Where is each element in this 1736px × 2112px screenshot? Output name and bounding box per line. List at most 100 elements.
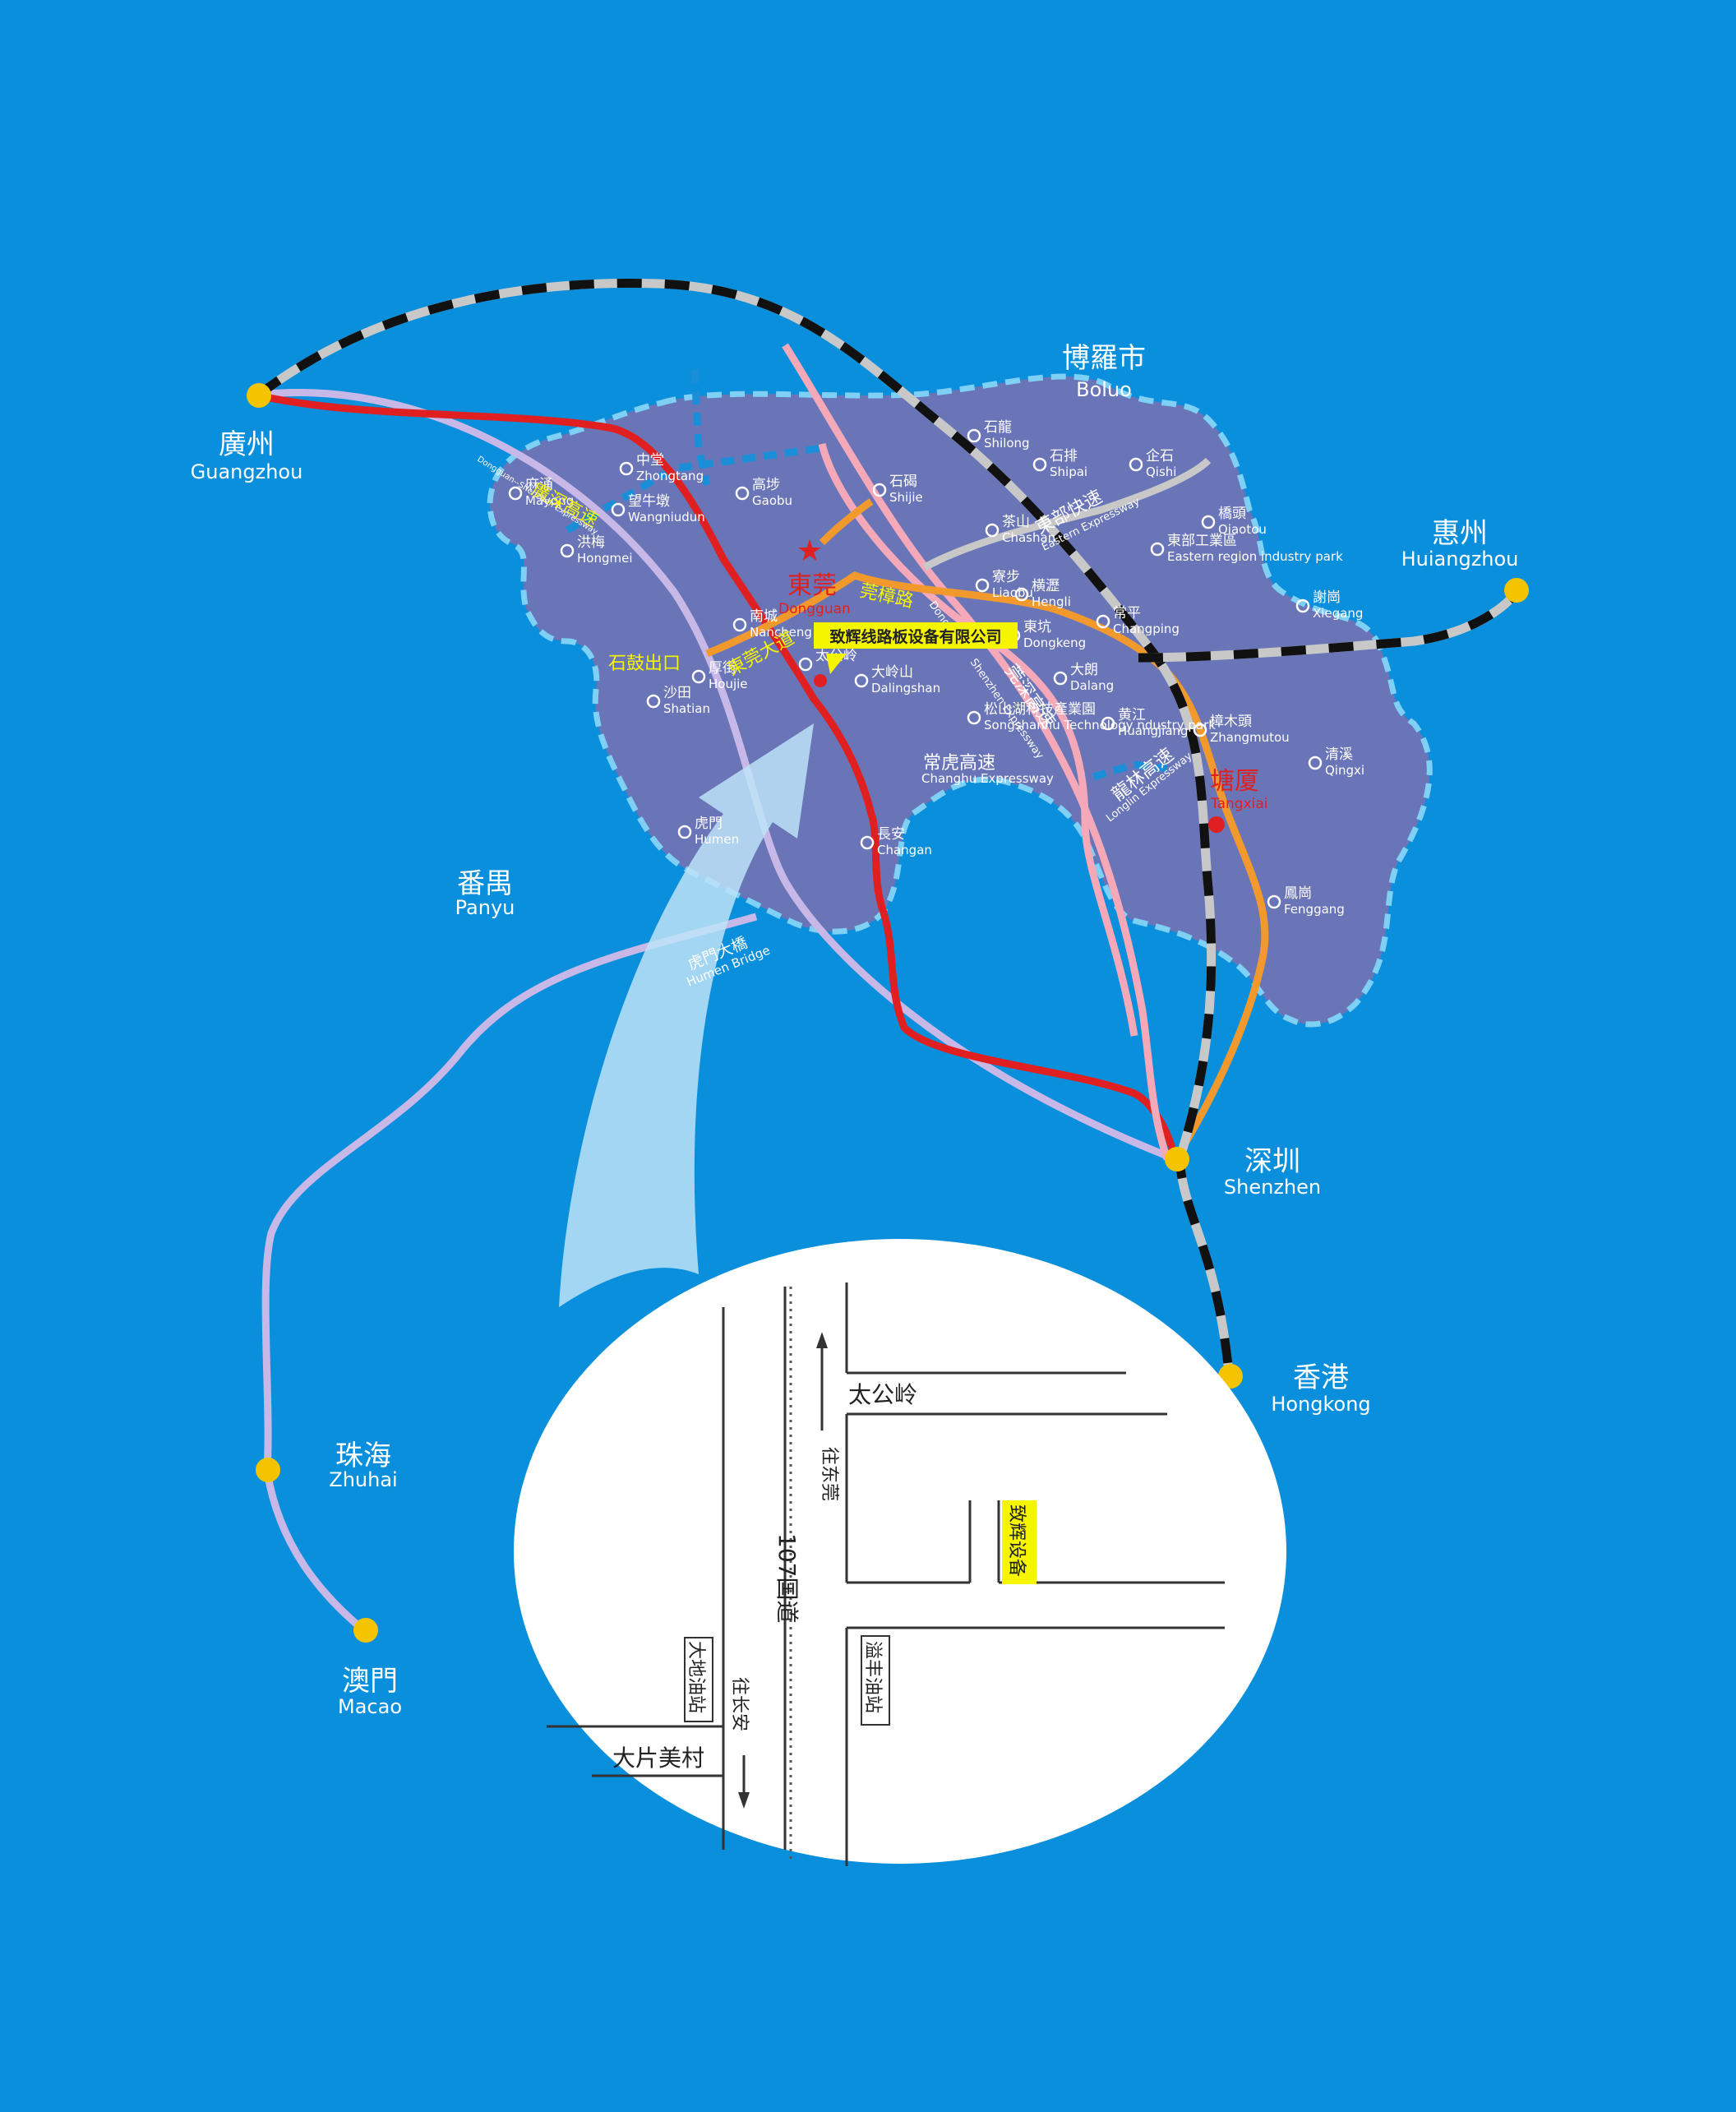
town-name-en: Qishi <box>1146 464 1176 479</box>
macao-cn: 澳門 <box>342 1665 398 1698</box>
town-name-cn: 石龍 <box>984 419 1012 436</box>
town-name-en: Eastern region industry park <box>1167 549 1343 564</box>
town-name-en: Huangjiang <box>1118 723 1189 738</box>
town-name-cn: 橋頭 <box>1218 506 1246 522</box>
macao-en: Macao <box>338 1695 402 1718</box>
town-dot[interactable] <box>677 825 692 839</box>
boluo-en: Boluo <box>1076 378 1132 401</box>
inset-zhihui: 致辉设备 <box>1006 1504 1027 1577</box>
town-dot[interactable] <box>1014 587 1029 602</box>
town-dot[interactable] <box>860 835 875 850</box>
town-name-cn: 洪梅 <box>577 534 605 551</box>
town-dot[interactable] <box>1267 894 1281 909</box>
town-dot[interactable] <box>735 486 750 501</box>
town-name-en: Hengli <box>1032 594 1071 609</box>
company-label: 致辉线路板设备有限公司 <box>829 627 1001 646</box>
river-channels <box>565 369 1168 781</box>
town-name-cn: 望牛墩 <box>628 493 670 510</box>
tangxia-cn: 塘厦 <box>1210 767 1259 796</box>
zhuhai-dot[interactable] <box>256 1458 280 1482</box>
town-dot[interactable] <box>1308 756 1323 770</box>
town-name-cn: 鳳崗 <box>1284 885 1312 902</box>
town-name-en: Changping <box>1113 622 1180 636</box>
town-dot[interactable] <box>985 523 1000 538</box>
town-dot[interactable] <box>1053 671 1068 686</box>
zhuhai-cn: 珠海 <box>335 1440 391 1472</box>
shenzhen-dot[interactable] <box>1165 1147 1189 1172</box>
town-name-en: Songshanhu Technology ndustry park <box>984 718 1216 732</box>
town-dot[interactable] <box>1295 598 1310 613</box>
town-dot[interactable] <box>1129 457 1143 472</box>
town-dot[interactable] <box>560 543 575 558</box>
town-name-cn: 横瀝 <box>1032 578 1060 594</box>
town-name-cn: 麻涌 <box>525 477 553 493</box>
town-name-en: Shipai <box>1050 464 1087 479</box>
town-name-en: Shijie <box>889 490 923 505</box>
town-markers: 中堂Zhongtang高埗Gaobu石碣Shijie石龍Shilong石排Shi… <box>508 419 1364 917</box>
town-name-cn: 東部工業區 <box>1167 533 1237 549</box>
company-location-dot[interactable] <box>814 674 827 687</box>
company-callout-pointer <box>826 654 847 674</box>
town-dot[interactable] <box>854 673 869 688</box>
town-name-en: Xiegang <box>1313 606 1363 621</box>
changhu-cn: 常虎高速 <box>923 753 995 774</box>
town-dot[interactable] <box>1150 542 1165 557</box>
town-name-cn: 寮步 <box>992 569 1020 585</box>
city-labels: 廣州 Guangzhou 惠州 Huiangzhou 博羅市 Boluo 深圳 … <box>191 342 1519 1718</box>
town-name-cn: 謝崗 <box>1313 589 1341 606</box>
inset-taigongling: 太公岭 <box>848 1381 917 1408</box>
dongguan-cn: 東莞 <box>787 571 837 600</box>
town-name-cn: 虎門 <box>695 816 723 832</box>
eastern-expressway-road <box>922 457 1212 571</box>
town-dot[interactable] <box>646 694 661 709</box>
town-name-en: Qingxi <box>1325 763 1364 778</box>
town-name-en: Hongmei <box>577 551 633 566</box>
town-name-cn: 中堂 <box>636 452 664 469</box>
inset-to-changan: 往长安 <box>729 1677 750 1731</box>
town-dot[interactable] <box>732 617 747 632</box>
town-name-cn: 企石 <box>1146 448 1174 464</box>
boluo-cn: 博羅市 <box>1062 342 1146 375</box>
town-name-en: Qiaotou <box>1218 522 1267 537</box>
railway-lines <box>256 279 1521 1374</box>
company-label-box[interactable] <box>814 622 1018 649</box>
town-name-en: Dalang <box>1070 678 1114 693</box>
town-name-cn: 高埗 <box>752 477 780 493</box>
town-dot[interactable] <box>967 710 981 725</box>
town-name-cn: 石排 <box>1050 448 1078 464</box>
town-dot[interactable] <box>1032 457 1047 472</box>
hongkong-cn: 香港 <box>1293 1361 1349 1394</box>
town-dot[interactable] <box>1101 716 1115 731</box>
huizhou-dot[interactable] <box>1504 578 1529 603</box>
town-dot[interactable] <box>1201 515 1216 529</box>
town-dot[interactable] <box>1193 723 1207 737</box>
inset-to-dongguan: 往东莞 <box>819 1447 839 1501</box>
changhu-en: Changhu Expressway <box>921 771 1054 786</box>
town-name-en: Gaobu <box>752 493 792 508</box>
dongguan-en: Dongguan <box>778 601 851 617</box>
guangzhou-dot[interactable] <box>247 383 271 408</box>
town-name-en: Zhangmutou <box>1210 730 1290 745</box>
hongkong-en: Hongkong <box>1271 1393 1370 1416</box>
inset-dapianmei: 大片美村 <box>612 1745 704 1772</box>
town-dot[interactable] <box>508 486 523 501</box>
town-name-cn: 厚街 <box>709 660 736 677</box>
town-name-en: Fenggang <box>1284 902 1345 917</box>
town-name-en: Dalingshan <box>871 681 940 696</box>
town-dot[interactable] <box>872 483 887 497</box>
town-dot[interactable] <box>975 578 990 593</box>
tangxia-dot[interactable] <box>1208 816 1225 833</box>
town-name-en: Mayong <box>525 493 574 508</box>
panyu-en: Panyu <box>455 896 515 919</box>
town-dot[interactable] <box>691 669 706 684</box>
town-name-en: Chashan <box>1002 530 1055 545</box>
town-dot[interactable] <box>619 461 634 476</box>
town-name-en: Shatian <box>663 701 710 716</box>
town-dot[interactable] <box>798 657 813 672</box>
town-dot[interactable] <box>1096 614 1110 629</box>
macao-dot[interactable] <box>353 1618 378 1643</box>
town-name-en: Houjie <box>709 677 748 691</box>
town-dot[interactable] <box>611 502 626 517</box>
town-dot[interactable] <box>967 428 981 443</box>
